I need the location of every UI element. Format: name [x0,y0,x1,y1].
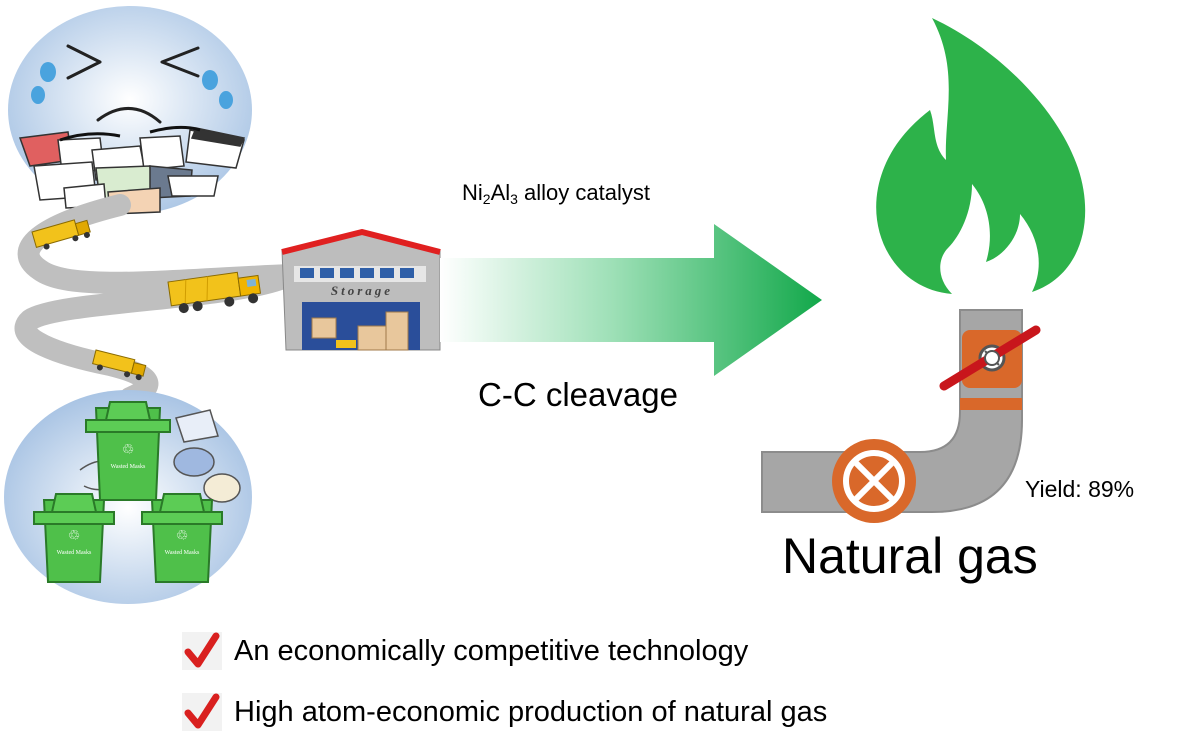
svg-text:♲: ♲ [176,528,189,544]
truck-icon [92,349,147,381]
bullet-text: An economically competitive technology [234,634,749,667]
waste-pile-cloud [8,6,252,215]
catalyst-label: Ni2Al3 alloy catalyst [462,180,650,207]
truck-icon [167,271,262,314]
crying-face-icon [66,44,200,124]
recycling-bin-icon: ♲ Wasted Masks [85,401,171,501]
storage-label: Storage [331,283,393,298]
storage-warehouse-icon: Storage [281,229,441,351]
pipe-valve-icon [832,439,916,523]
svg-text:♲: ♲ [68,528,81,544]
teardrop-icon [31,62,233,109]
svg-text:♲: ♲ [122,442,135,458]
truck-icon [31,219,91,250]
bullet-item: High atom-economic production of natural… [182,693,827,731]
bin-label: Wasted Masks [111,464,146,470]
mask-pile-icon [18,125,246,215]
recycling-bin-icon: ♲ Wasted Masks [33,493,115,583]
recycling-bin-icon: ♲ Wasted Masks [141,493,223,583]
yield-label: Yield: 89% [1025,476,1135,502]
mask-icon [79,409,241,503]
bin-label: Wasted Masks [57,550,92,556]
bullet-item: An economically competitive technology [182,632,748,670]
product-label: Natural gas [782,528,1038,584]
gas-pipe-icon [761,309,1023,513]
checkmark-icon [182,632,222,670]
bullet-text: High atom-economic production of natural… [234,695,828,728]
recycling-bins-cloud: ♲ Wasted Masks ♲ Wasted Masks ♲ Wasted M… [4,390,252,604]
process-label: C-C cleavage [478,376,678,413]
process-arrow [440,224,822,376]
flame-icon [876,18,1086,294]
gas-valve-icon [939,325,1041,391]
checkmark-icon [182,693,222,731]
bin-label: Wasted Masks [165,550,200,556]
